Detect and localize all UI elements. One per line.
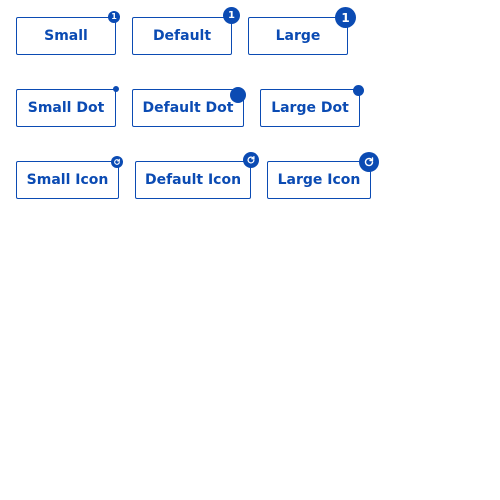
default-button-label: Default [152, 28, 212, 44]
small-button-label: Small [44, 28, 88, 44]
large-dot-badge [353, 85, 364, 96]
large-icon-button[interactable]: Large Icon [267, 161, 371, 199]
default-count-badge: 1 [223, 7, 240, 24]
default-dot-button-label: Default Dot [142, 100, 234, 116]
large-dot-button[interactable]: Large Dot [260, 89, 360, 127]
default-dot-button[interactable]: Default Dot [132, 89, 244, 127]
small-dot-button-label: Small Dot [27, 100, 105, 116]
small-button[interactable]: Small [16, 17, 116, 55]
default-icon-button[interactable]: Default Icon [135, 161, 251, 199]
large-button[interactable]: Large [248, 17, 348, 55]
small-dot-button[interactable]: Small Dot [16, 89, 116, 127]
refresh-icon [111, 156, 123, 168]
large-dot-button-label: Large Dot [271, 100, 349, 116]
default-dot-badge [230, 87, 246, 103]
refresh-icon [359, 152, 379, 172]
large-icon-button-label: Large Icon [277, 172, 361, 188]
small-icon-button-label: Small Icon [26, 172, 109, 188]
small-dot-badge [113, 86, 119, 92]
default-icon-button-label: Default Icon [144, 172, 242, 188]
small-count-badge: 1 [108, 11, 120, 23]
default-button[interactable]: Default [132, 17, 232, 55]
small-icon-button[interactable]: Small Icon [16, 161, 119, 199]
refresh-icon [243, 152, 259, 168]
large-button-label: Large [275, 28, 321, 44]
large-count-badge: 1 [335, 7, 356, 28]
